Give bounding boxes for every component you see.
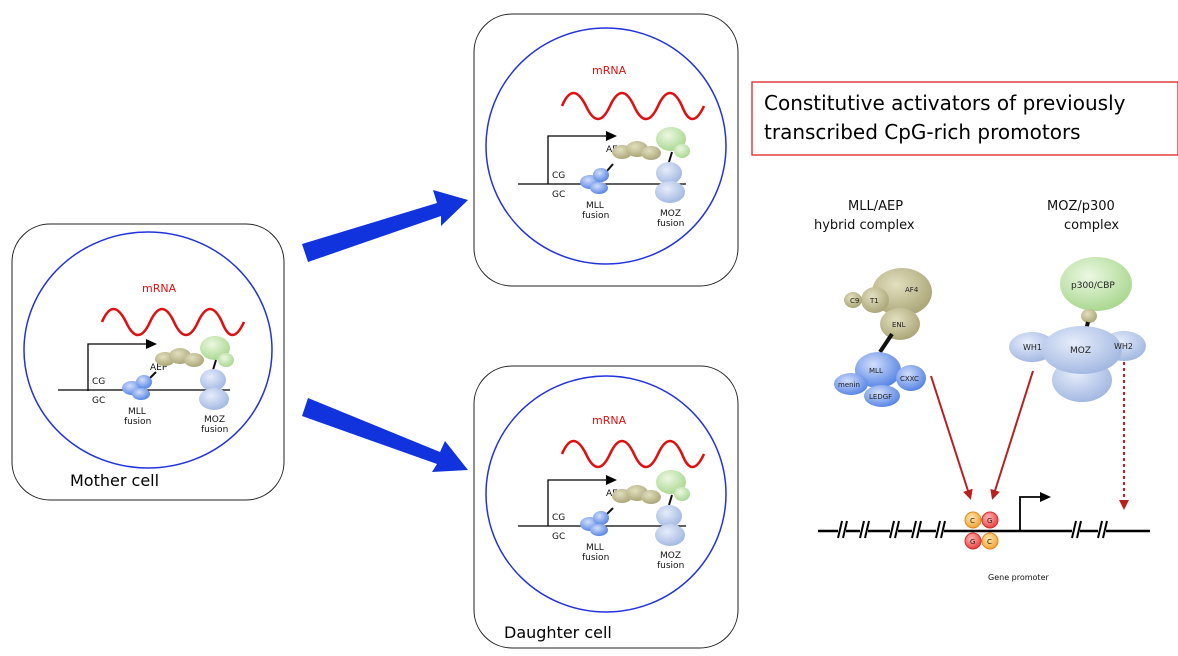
daughter-top-box bbox=[473, 13, 739, 287]
mrna-label: mRNA bbox=[592, 64, 627, 77]
aep-complex bbox=[612, 141, 661, 160]
moz-fusion-label-2: fusion bbox=[657, 561, 684, 571]
moz-fusion-label-1: MOZ bbox=[660, 551, 681, 561]
p300-icon bbox=[656, 127, 690, 158]
gene-promoter: C G G C Gene promoter bbox=[818, 492, 1150, 582]
p300-shape bbox=[1060, 257, 1132, 311]
aep-complex bbox=[155, 348, 204, 367]
daughter-cell-bottom: mRNA AEP CG GC MLL fusion bbox=[473, 365, 739, 649]
t1-shape bbox=[861, 287, 889, 313]
daughter-bottom-box bbox=[473, 365, 739, 649]
moz-shape bbox=[1042, 326, 1122, 374]
mll-heading-1: MLL/AEP bbox=[848, 199, 903, 214]
cxxc-label: CXXC bbox=[900, 375, 919, 383]
moz-heading-2: complex bbox=[1064, 218, 1119, 233]
cpg-g1 bbox=[981, 511, 999, 529]
p300-linker-shape bbox=[1081, 309, 1097, 323]
division-arrow-up bbox=[302, 190, 468, 262]
gc-label: GC bbox=[92, 396, 105, 406]
cg-label: CG bbox=[92, 377, 105, 387]
moz-fusion-icon bbox=[655, 162, 685, 203]
cg-label: CG bbox=[552, 171, 565, 181]
moz-heading-1: MOZ/p300 bbox=[1047, 199, 1115, 214]
mother-cell: mRNA AEP CG GC MLL fusion bbox=[11, 223, 285, 501]
cpg-g2 bbox=[964, 532, 982, 550]
p300-icon bbox=[656, 470, 690, 501]
moz-fusion-label-1: MOZ bbox=[204, 415, 225, 425]
title-box: Constitutive activators of previously tr… bbox=[751, 81, 1178, 156]
cg-label: CG bbox=[552, 513, 565, 523]
mll-fusion-label-1: MLL bbox=[128, 407, 146, 417]
af4-label: AF4 bbox=[905, 286, 919, 294]
title-line-1: Constitutive activators of previously bbox=[764, 91, 1126, 115]
mll-fusion-icon bbox=[580, 168, 609, 194]
moz-p300-complex: MOZ/p300 complex p300/CBP WH1 MOZ WH2 bbox=[1009, 199, 1146, 402]
cpg-c2 bbox=[981, 532, 999, 550]
mrna-label: mRNA bbox=[142, 282, 177, 295]
mll-heading-2: hybrid complex bbox=[814, 218, 915, 233]
p300-label: p300/CBP bbox=[1071, 281, 1115, 291]
moz-fusion-icon bbox=[655, 505, 685, 546]
moz-fusion-label-2: fusion bbox=[201, 425, 228, 435]
wh1-label: WH1 bbox=[1023, 343, 1042, 352]
daughter-cell-top: mRNA AEP CG GC MLL fusion bbox=[473, 13, 739, 287]
ledgf-label: LEDGF bbox=[869, 393, 892, 401]
moz-label: MOZ bbox=[1070, 346, 1091, 356]
division-arrow-down bbox=[302, 398, 468, 472]
tss-arrow bbox=[1019, 492, 1051, 531]
cxxc-shape bbox=[896, 365, 926, 391]
mrna-wave bbox=[100, 307, 246, 337]
mll-fusion-icon bbox=[122, 375, 152, 400]
moz-fusion-icon bbox=[199, 369, 229, 410]
ledgf-shape bbox=[864, 385, 900, 407]
moz-fusion-label-1: MOZ bbox=[660, 209, 681, 219]
transcription-arrow bbox=[547, 131, 617, 184]
mrna-wave bbox=[560, 439, 706, 469]
daughter-top-nucleus bbox=[485, 27, 727, 265]
mother-cell-caption: Mother cell bbox=[70, 471, 159, 490]
mll-aep-complex: MLL/AEP hybrid complex C9 T1 AF4 ENL MLL… bbox=[814, 199, 932, 407]
mll-shape bbox=[855, 352, 901, 388]
menin-label: menin bbox=[838, 381, 860, 389]
daughter-bottom-nucleus bbox=[485, 375, 727, 613]
p300-icon bbox=[200, 336, 234, 367]
aep-label: AEP bbox=[150, 363, 168, 373]
cpg-c1-label: C bbox=[970, 517, 975, 525]
mother-cell-box bbox=[11, 223, 285, 501]
menin-shape bbox=[834, 373, 868, 395]
transcription-arrow bbox=[87, 339, 157, 391]
mll-label: MLL bbox=[869, 367, 883, 375]
wh2-label: WH2 bbox=[1114, 342, 1133, 351]
gene-promoter-caption: Gene promoter bbox=[988, 573, 1049, 582]
cpg-g2-label: G bbox=[970, 538, 975, 546]
nucleosome-breaks bbox=[837, 520, 1108, 539]
mrna-label: mRNA bbox=[592, 414, 627, 427]
t1-label: T1 bbox=[869, 297, 879, 305]
gc-label: GC bbox=[552, 190, 565, 200]
mll-fusion-label-2: fusion bbox=[582, 211, 609, 221]
gc-label: GC bbox=[552, 532, 565, 542]
enl-label: ENL bbox=[892, 321, 906, 329]
mrna-wave bbox=[560, 91, 706, 121]
enl-shape bbox=[880, 308, 920, 340]
daughter-cell-caption: Daughter cell bbox=[504, 623, 612, 642]
transcription-arrow bbox=[547, 475, 617, 526]
aep-complex bbox=[612, 485, 661, 504]
cpg-c1 bbox=[964, 511, 982, 529]
mll-fusion-icon bbox=[580, 511, 609, 536]
moz-fusion-label-2: fusion bbox=[657, 219, 684, 229]
mll-fusion-label-1: MLL bbox=[586, 201, 604, 211]
title-line-2: transcribed CpG-rich promotors bbox=[764, 120, 1081, 144]
mll-fusion-label-1: MLL bbox=[586, 543, 604, 553]
mll-fusion-label-2: fusion bbox=[124, 417, 151, 427]
cpg-c2-label: C bbox=[987, 538, 992, 546]
mother-nucleus bbox=[23, 231, 273, 469]
mll-fusion-label-2: fusion bbox=[582, 553, 609, 563]
c9-label: C9 bbox=[850, 297, 859, 305]
cpg-g1-label: G bbox=[987, 517, 992, 525]
c9-shape bbox=[844, 292, 862, 308]
mll-binding-arrow bbox=[930, 375, 973, 500]
moz-binding-arrow bbox=[990, 370, 1034, 500]
